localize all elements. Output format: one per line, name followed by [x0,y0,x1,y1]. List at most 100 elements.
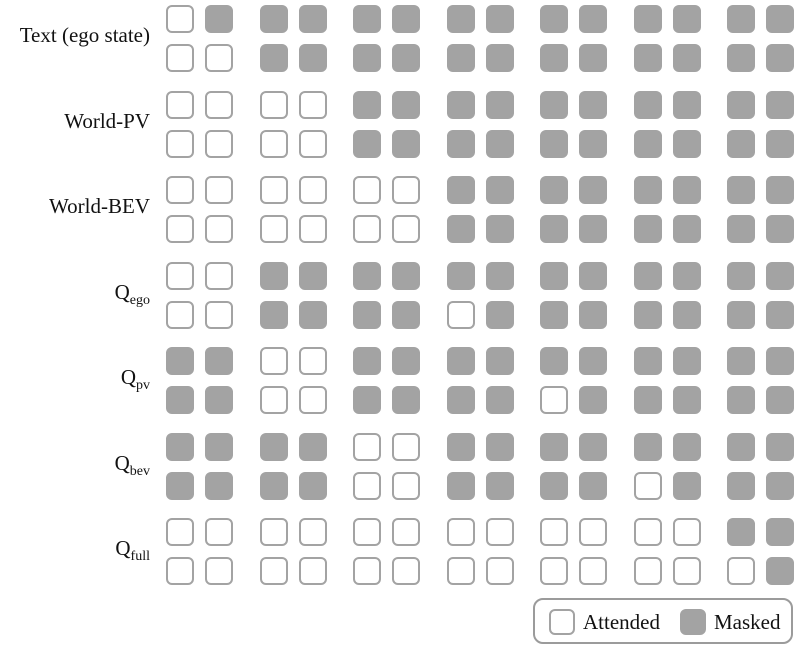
masked-cell [298,261,327,290]
attended-cell [392,557,420,585]
masked-cell [353,386,381,414]
attended-cell [205,44,233,72]
masked-cell [353,261,381,290]
masked-cell [766,557,794,585]
attended-cell [353,557,381,585]
masked-cell [633,5,662,33]
masked-cell [727,261,755,290]
attended-cell [727,557,755,585]
attended-cell [166,5,194,33]
attended-cell [259,557,288,585]
attended-cell [353,432,381,461]
masked-cell [579,215,607,243]
masked-cell [633,215,662,243]
attended-cell [298,176,327,204]
masked-cell [727,432,755,461]
masked-cell [727,129,755,158]
attended-cell [633,518,662,546]
attended-cell [259,176,288,204]
masked-cell [298,5,327,33]
attended-cell [353,215,381,243]
masked-cell [166,471,194,500]
row-label-text: Q [114,279,130,304]
row-label: Qbev [115,451,150,479]
row-label: World-BEV [49,194,150,218]
attended-cell [579,518,607,546]
masked-cell [766,5,794,33]
attended-cell [485,557,514,585]
masked-cell [540,90,568,119]
masked-cell [672,129,701,158]
attended-cell [392,215,420,243]
masked-cell [446,471,475,500]
masked-cell [633,176,662,204]
masked-cell [298,300,327,329]
attended-cell [446,300,475,329]
row-label-text: Q [120,365,136,389]
attended-cell [540,557,568,585]
masked-cell [540,347,568,375]
attended-cell [446,557,475,585]
attended-cell [205,129,233,158]
masked-cell [446,5,475,33]
row-label-text: World-BEV [49,194,150,218]
attended-cell [259,386,288,414]
attended-cell [672,557,701,585]
masked-cell [205,347,233,375]
masked-cell [485,44,514,72]
attended-cell [259,129,288,158]
masked-cell [672,90,701,119]
masked-cell [298,44,327,72]
masked-cell [353,5,381,33]
masked-cell [485,90,514,119]
masked-cell [259,432,288,461]
attended-cell [579,557,607,585]
masked-cell [540,215,568,243]
masked-cell [579,176,607,204]
masked-cell [446,129,475,158]
legend-attended-swatch [549,609,575,635]
attended-cell [392,176,420,204]
masked-cell [485,129,514,158]
attended-cell [205,518,233,546]
masked-cell [259,300,288,329]
masked-cell [205,471,233,500]
masked-cell [353,347,381,375]
masked-cell [392,347,420,375]
masked-cell [205,432,233,461]
masked-cell [727,386,755,414]
masked-cell [446,44,475,72]
masked-cell [298,432,327,461]
masked-cell [766,44,794,72]
masked-cell [446,215,475,243]
attended-cell [392,518,420,546]
masked-cell [766,90,794,119]
masked-cell [672,44,701,72]
masked-cell [259,5,288,33]
attended-cell [166,557,194,585]
attended-cell [259,90,288,119]
attended-cell [392,471,420,500]
attended-cell [446,518,475,546]
masked-cell [485,471,514,500]
attended-cell [259,518,288,546]
masked-cell [579,5,607,33]
attended-cell [205,90,233,119]
masked-cell [766,176,794,204]
attended-cell [205,557,233,585]
attended-cell [166,44,194,72]
masked-cell [392,261,420,290]
masked-cell [485,215,514,243]
attended-cell [540,518,568,546]
masked-cell [392,90,420,119]
masked-cell [392,5,420,33]
masked-cell [392,129,420,158]
attended-cell [672,518,701,546]
attended-cell [166,129,194,158]
masked-cell [540,176,568,204]
masked-cell [727,5,755,33]
masked-cell [540,261,568,290]
masked-cell [633,347,662,375]
attended-cell [298,347,327,375]
masked-cell [353,129,381,158]
